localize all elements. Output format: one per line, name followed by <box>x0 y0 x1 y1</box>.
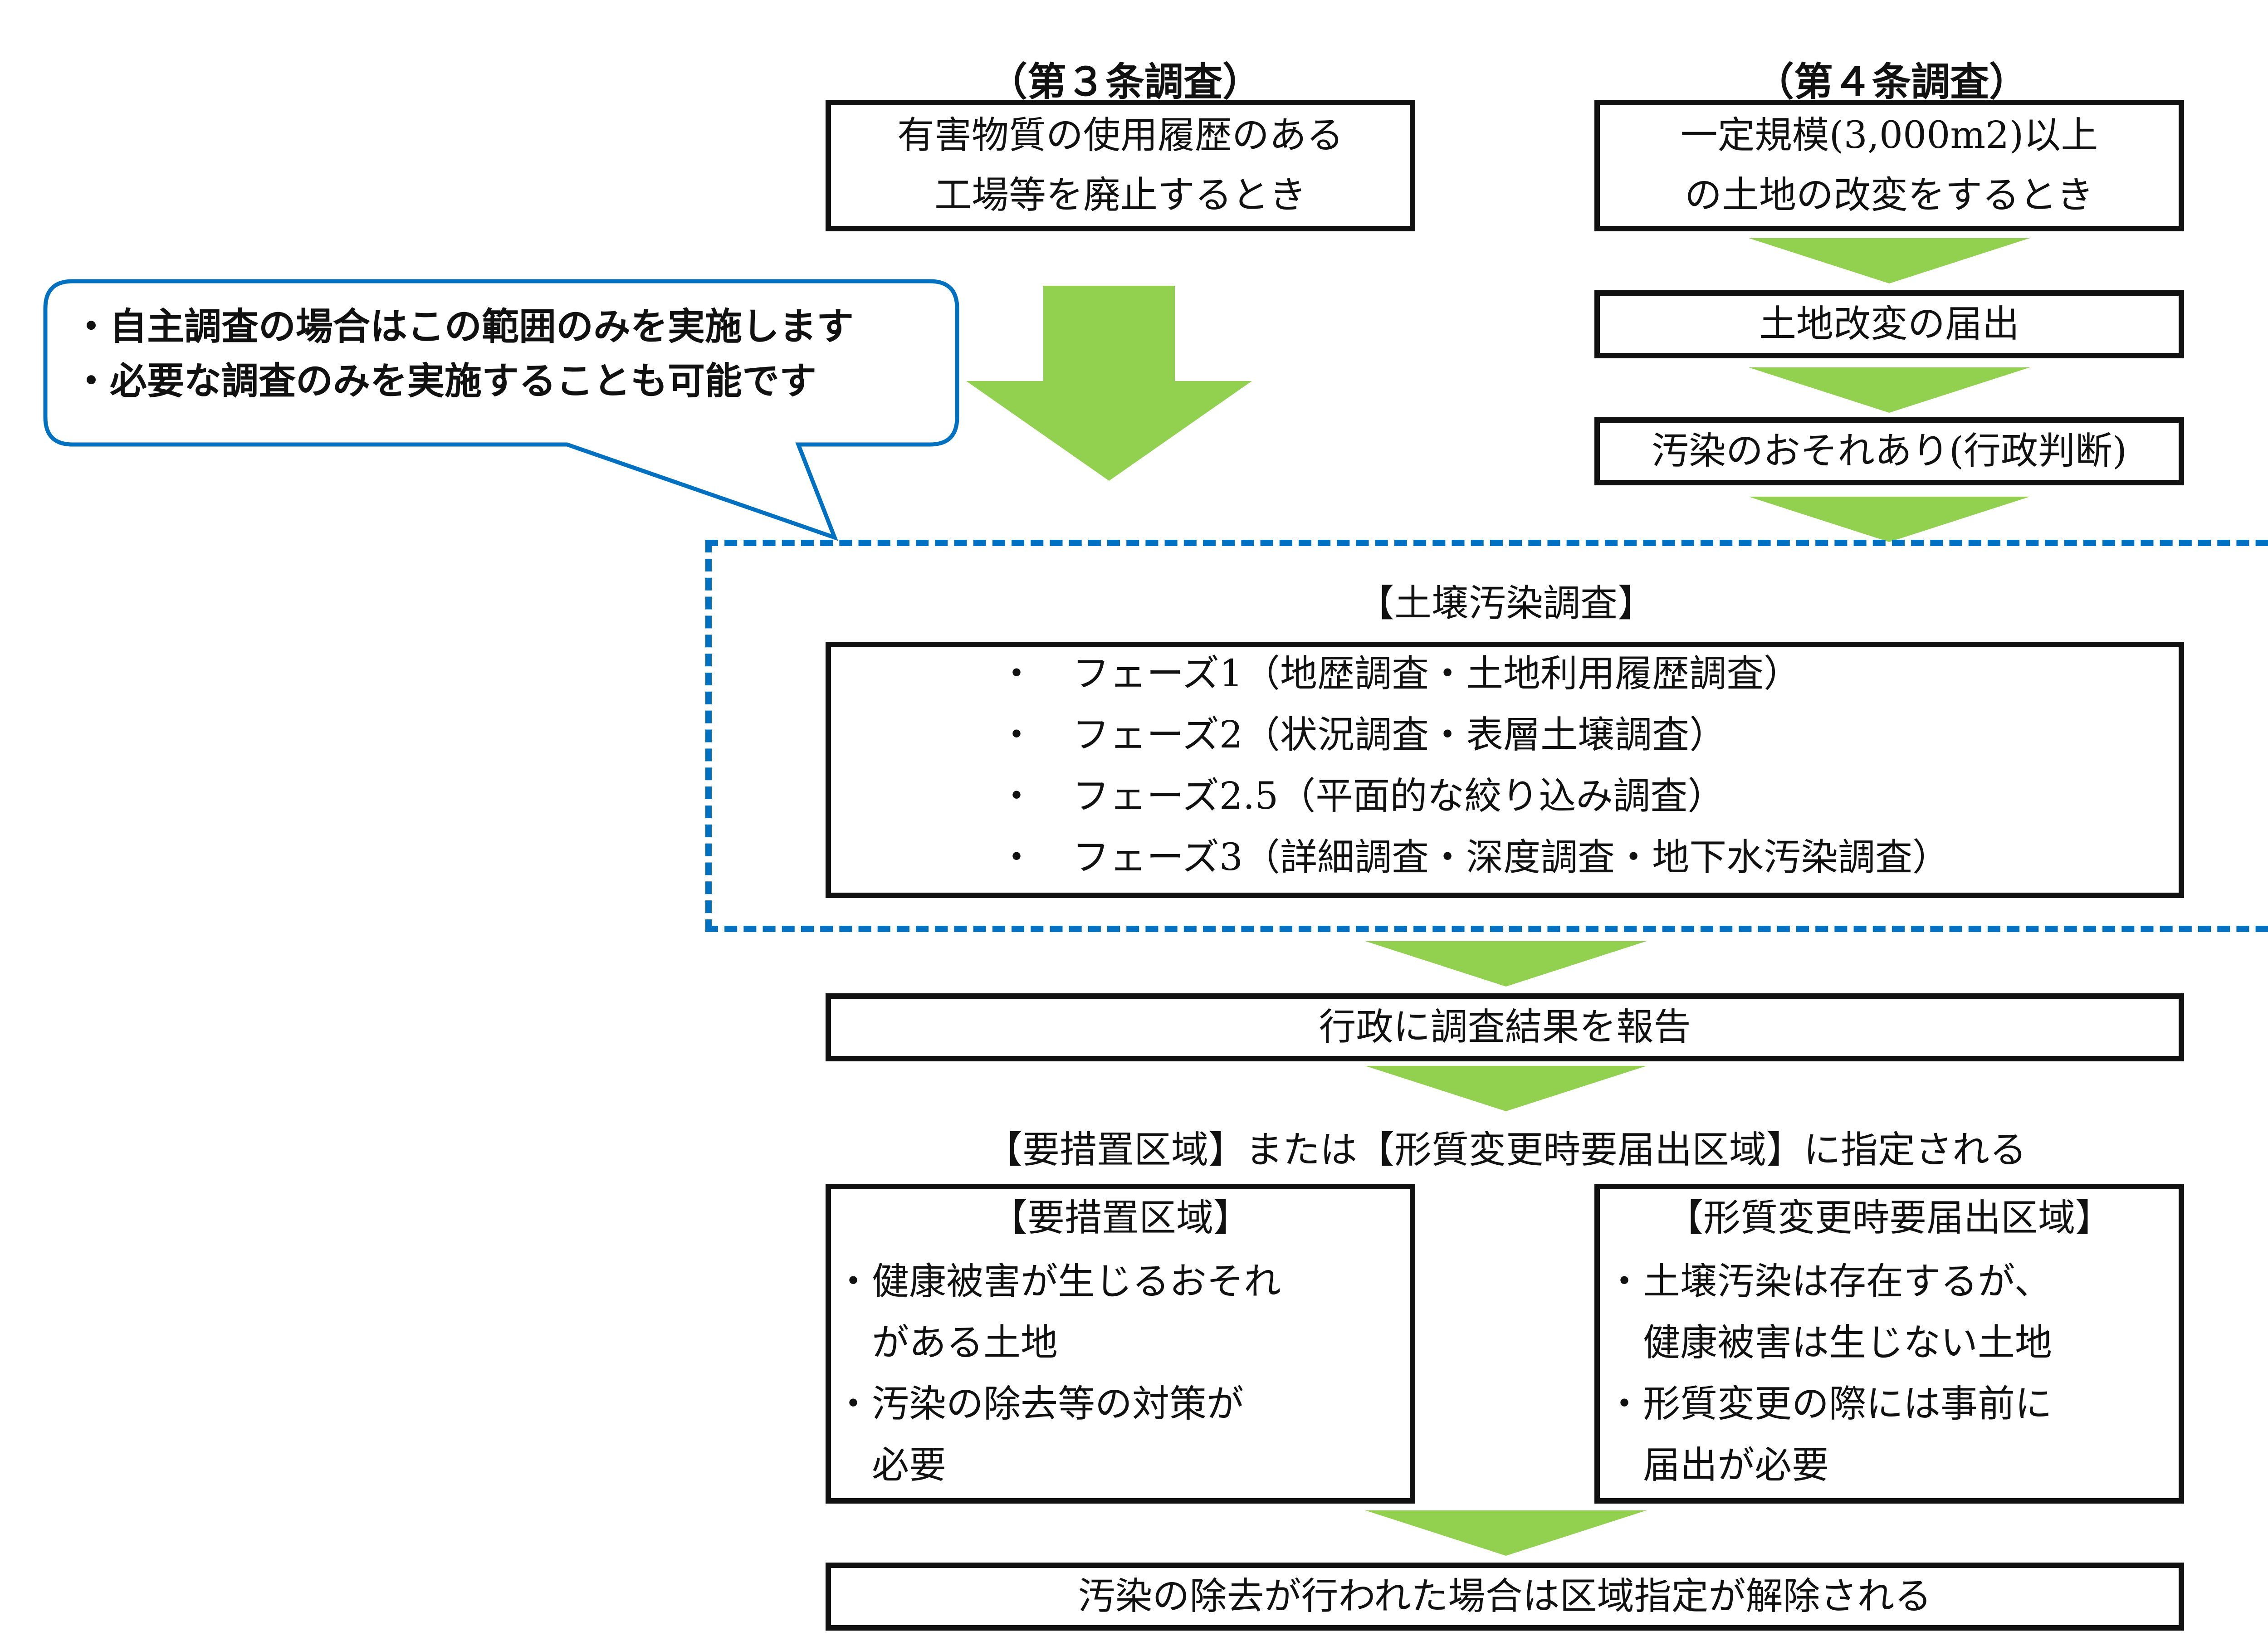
art4-condition-box: 一定規模(3,000m2)以上 の土地の改変をするとき <box>1594 100 2184 231</box>
art4-risk-box: 汚染のおそれあり(行政判断) <box>1594 417 2184 485</box>
art4-header: （第４条調査） <box>1755 59 2028 105</box>
report-box: 行政に調査結果を報告 <box>826 993 2184 1061</box>
phase-1: ・ フェーズ1（地歴調査・土地利用履歴調査） <box>998 652 1801 695</box>
zone-a-line1: ・健康被害が生じるおそれ <box>835 1260 1281 1303</box>
art4-line1: 一定規模(3,000m2)以上 <box>1680 114 2098 157</box>
art3-header: （第３条調査） <box>988 59 1261 105</box>
zone-a-title: 【要措置区域】 <box>990 1197 1251 1240</box>
callout-line2: ・必要な調査のみを実施することも可能です <box>73 360 817 403</box>
art4-arrow-1 <box>1749 238 2030 283</box>
survey-down-arrow <box>1365 941 1647 987</box>
zone-b-line2: 健康被害は生じない土地 <box>1606 1321 2053 1364</box>
phase-2: ・ フェーズ2（状況調査・表層土壌調査） <box>998 713 1727 757</box>
callout-line1: ・自主調査の場合はこの範囲のみを実施します <box>73 305 854 348</box>
zone-b-line1: ・土壌汚染は存在するが、 <box>1606 1260 2052 1303</box>
zone-notification-box <box>1594 1184 2184 1504</box>
release-label: 汚染の除去が行われた場合は区域指定が解除される <box>1078 1575 1932 1618</box>
release-box: 汚染の除去が行われた場合は区域指定が解除される <box>826 1563 2184 1631</box>
zone-a-line2: がある土地 <box>835 1321 1058 1364</box>
art4-arrow-2 <box>1749 367 2030 413</box>
zone-a-line3: ・汚染の除去等の対策が <box>835 1382 1244 1426</box>
survey-title: 【土壌汚染調査】 <box>1357 582 1655 625</box>
art4-notice: 土地改変の届出 <box>1759 303 2019 346</box>
art3-condition-box: 有害物質の使用履歴のある 工場等を廃止するとき <box>826 100 1415 231</box>
zone-a-line4: 必要 <box>835 1444 947 1487</box>
phase-2-5: ・ フェーズ2.5（平面的な絞り込み調査） <box>998 775 1725 818</box>
art4-risk: 汚染のおそれあり(行政判断) <box>1652 430 2127 473</box>
phase-3: ・ フェーズ3（詳細調査・深度調査・地下水汚染調査） <box>998 836 1950 879</box>
designation-text: 【要措置区域】または【形質変更時要届出区域】に指定される <box>985 1128 2027 1172</box>
zone-b-line4: 届出が必要 <box>1606 1444 1829 1487</box>
zone-required-measures-box <box>826 1184 1415 1504</box>
art4-line2: の土地の改変をするとき <box>1684 174 2094 217</box>
art3-down-arrow <box>966 286 1252 481</box>
report-down-arrow <box>1365 1066 1647 1111</box>
art4-notice-box: 土地改変の届出 <box>1594 290 2184 358</box>
zone-b-line3: ・形質変更の際には事前に <box>1606 1382 2053 1426</box>
zones-down-arrow <box>1365 1510 1647 1556</box>
zone-b-title: 【形質変更時要届出区域】 <box>1666 1197 2112 1240</box>
survey-dashed-region <box>705 540 2268 932</box>
art3-line1: 有害物質の使用履歴のある <box>897 114 1344 157</box>
art4-arrow-3 <box>1749 497 2030 542</box>
survey-phases-box <box>826 642 2184 898</box>
report-label: 行政に調査結果を報告 <box>1319 1006 1691 1049</box>
art3-line2: 工場等を廃止するとき <box>934 174 1306 217</box>
